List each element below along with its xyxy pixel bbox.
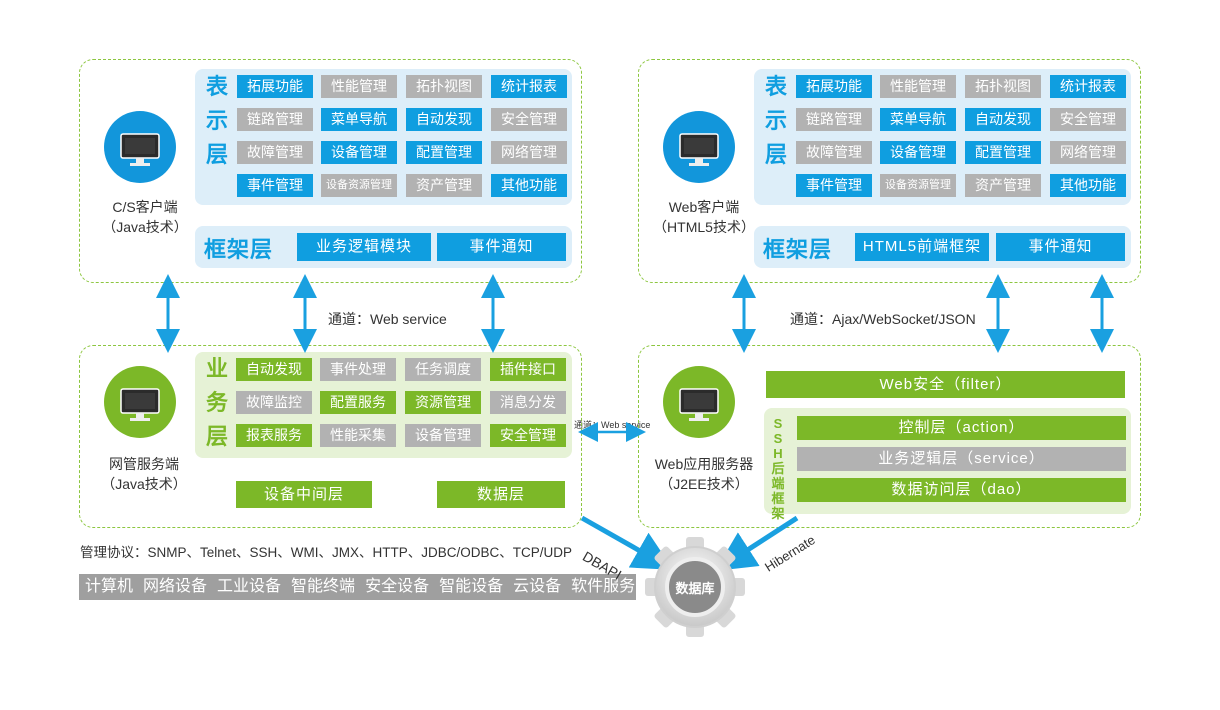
device-type-item: 工业设备: [217, 578, 282, 595]
web-client-caption: Web客户端 （HTML5技术）: [653, 199, 755, 235]
web-client-icon-circle: [663, 111, 735, 183]
web-client-frame: [638, 59, 1141, 283]
web-presentation-cell: 故障管理: [796, 141, 872, 164]
cs-presentation-label: 表 示 层: [205, 74, 228, 167]
web-framework-html5: HTML5前端框架: [855, 233, 989, 261]
web-presentation-cell: 统计报表: [1050, 75, 1126, 98]
cs-presentation-cell: 拓扑视图: [406, 75, 482, 98]
device-type-item: 智能设备: [439, 578, 504, 595]
web-control-layer: 控制层（action）: [797, 416, 1126, 440]
cs-client-caption: C/S客户端 （Java技术）: [102, 199, 188, 235]
web-presentation-cell: 网络管理: [1050, 141, 1126, 164]
web-presentation-cell: 配置管理: [965, 141, 1041, 164]
web-presentation-cell: 其他功能: [1050, 174, 1126, 197]
nms-business-cell: 设备管理: [405, 424, 481, 447]
cs-framework-event-notify: 事件通知: [437, 233, 566, 261]
arrow-hibernate: [715, 515, 799, 571]
web-framework-label: 框架层: [763, 237, 833, 262]
nms-business-cell: 性能采集: [320, 424, 396, 447]
nms-business-cell: 任务调度: [405, 358, 481, 381]
arrow-dbapi: [580, 515, 674, 570]
device-type-item: 软件服务: [571, 578, 636, 595]
web-dao-layer: 数据访问层（dao）: [797, 478, 1126, 502]
web-presentation-cell: 自动发现: [965, 108, 1041, 131]
device-types-bar: 计算机网络设备工业设备智能终端安全设备智能设备云设备软件服务: [79, 574, 636, 600]
web-security-bar: Web安全（filter）: [766, 371, 1125, 398]
device-type-item: 智能终端: [291, 578, 356, 595]
web-presentation-cell: 拓展功能: [796, 75, 872, 98]
nms-business-cell: 事件处理: [320, 358, 396, 381]
cs-client-icon-circle: [104, 111, 176, 183]
cs-presentation-cell: 安全管理: [491, 108, 567, 131]
nms-business-cell: 资源管理: [405, 391, 481, 414]
cs-presentation-cell: 故障管理: [237, 141, 313, 164]
nms-server-icon-circle: [104, 366, 176, 438]
cs-presentation-cell: 配置管理: [406, 141, 482, 164]
web-presentation-cell: 资产管理: [965, 174, 1041, 197]
database-label: 数据库: [675, 581, 715, 596]
nms-device-middleware: 设备中间层: [236, 481, 372, 508]
cs-presentation-cell: 资产管理: [406, 174, 482, 197]
nms-business-label: 业 务 层: [205, 356, 228, 449]
nms-business-cell: 插件接口: [490, 358, 566, 381]
cs-presentation-cell: 自动发现: [406, 108, 482, 131]
database-gear: [645, 537, 745, 637]
cs-presentation-cell: 设备资源管理: [321, 174, 397, 197]
nms-data-layer: 数据层: [437, 481, 565, 508]
nms-server-caption: 网管服务端 （Java技术）: [101, 456, 187, 492]
web-presentation-label: 表 示 层: [764, 74, 787, 167]
cs-client-frame: [79, 59, 582, 283]
device-type-item: 网络设备: [143, 578, 208, 595]
nms-business-cell: 配置服务: [320, 391, 396, 414]
web-framework-event-notify: 事件通知: [996, 233, 1125, 261]
management-protocols: 管理协议：SNMP、Telnet、SSH、WMI、JMX、HTTP、JDBC/O…: [80, 545, 573, 560]
cs-presentation-cell: 事件管理: [237, 174, 313, 197]
cs-framework-business-logic: 业务逻辑模块: [297, 233, 431, 261]
web-presentation-cell: 设备管理: [880, 141, 956, 164]
cs-presentation-cell: 链路管理: [237, 108, 313, 131]
nms-business-cell: 消息分发: [490, 391, 566, 414]
cs-framework-label: 框架层: [204, 237, 274, 262]
cs-presentation-cell: 设备管理: [321, 141, 397, 164]
web-presentation-cell: 性能管理: [880, 75, 956, 98]
monitor-icon: [120, 133, 160, 166]
cs-presentation-cell: 统计报表: [491, 75, 567, 98]
device-type-item: 云设备: [513, 578, 562, 595]
device-type-item: 计算机: [85, 578, 134, 595]
web-service-layer: 业务逻辑层（service）: [797, 447, 1126, 471]
cs-presentation-cell: 网络管理: [491, 141, 567, 164]
cs-presentation-cell: 菜单导航: [321, 108, 397, 131]
nms-business-cell: 报表服务: [236, 424, 312, 447]
left-channel-label: 通道：Web service: [328, 311, 447, 327]
web-presentation-cell: 链路管理: [796, 108, 872, 131]
cs-presentation-cell: 其他功能: [491, 174, 567, 197]
nms-business-cell: 故障监控: [236, 391, 312, 414]
device-type-item: 安全设备: [365, 578, 430, 595]
web-presentation-cell: 安全管理: [1050, 108, 1126, 131]
monitor-icon: [679, 388, 719, 421]
nms-business-cell: 自动发现: [236, 358, 312, 381]
web-presentation-cell: 事件管理: [796, 174, 872, 197]
cs-presentation-cell: 拓展功能: [237, 75, 313, 98]
web-server-icon-circle: [663, 366, 735, 438]
right-channel-label: 通道：Ajax/WebSocket/JSON: [790, 311, 976, 327]
monitor-icon: [120, 388, 160, 421]
nms-business-cell: 安全管理: [490, 424, 566, 447]
web-server-caption: Web应用服务器 （J2EE技术）: [654, 456, 754, 492]
cs-presentation-cell: 性能管理: [321, 75, 397, 98]
web-presentation-cell: 菜单导航: [880, 108, 956, 131]
web-presentation-cell: 设备资源管理: [880, 174, 956, 197]
monitor-icon: [679, 133, 719, 166]
web-presentation-cell: 拓扑视图: [965, 75, 1041, 98]
ssh-framework-label: SSH后端框架: [771, 416, 785, 521]
